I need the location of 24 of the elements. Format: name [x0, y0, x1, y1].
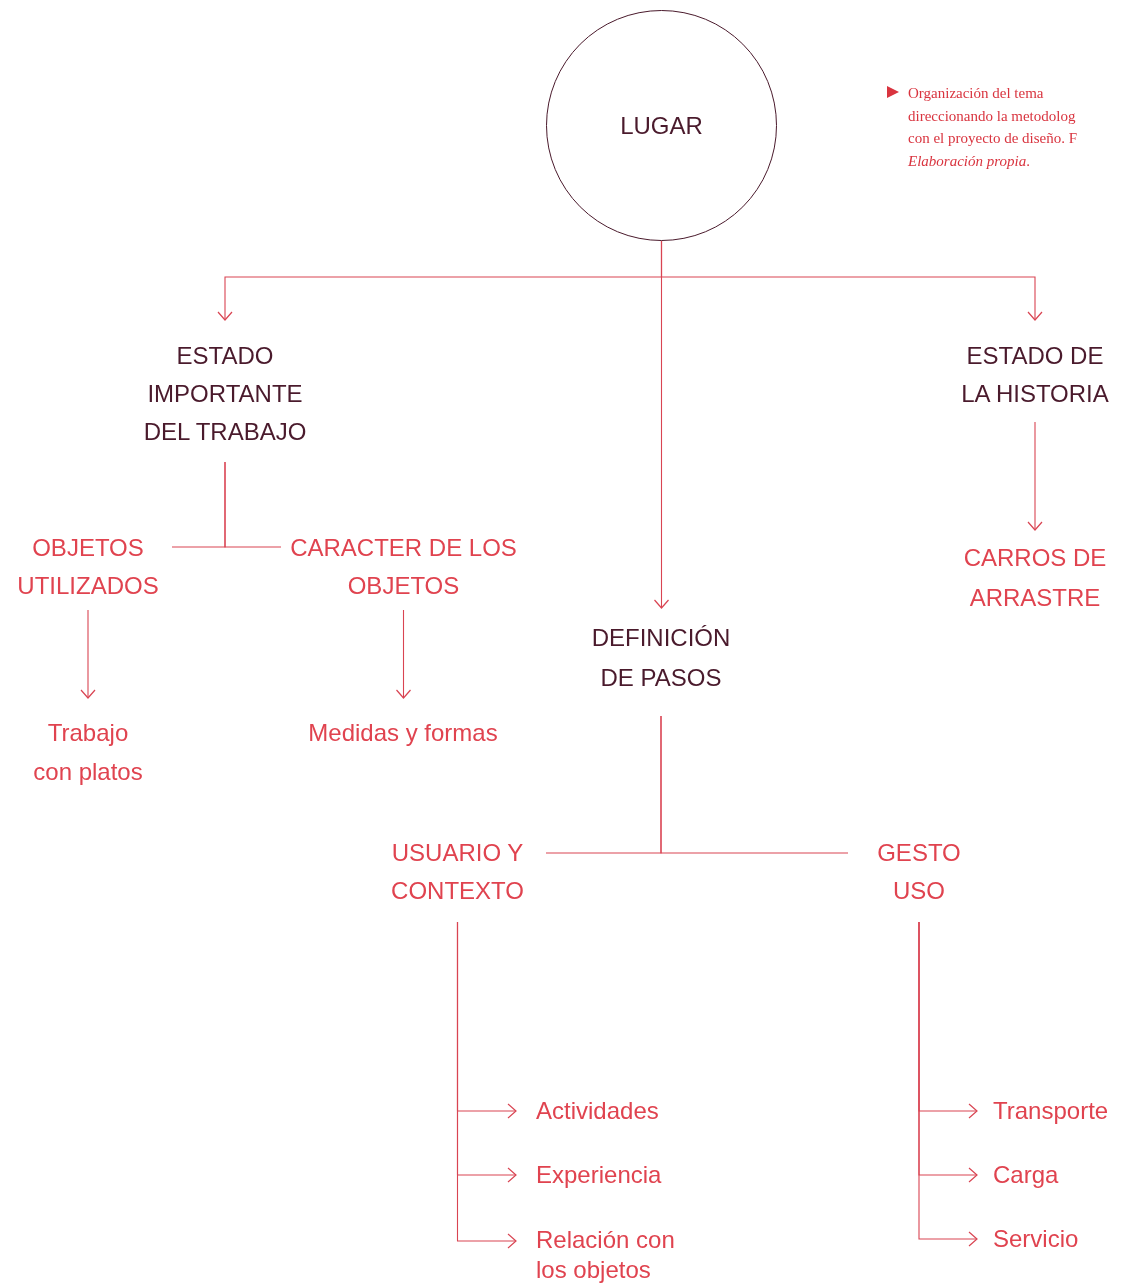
node-label: Carga — [993, 1159, 1125, 1191]
connector-arrow — [80, 609, 96, 699]
connector-arrow — [395, 609, 412, 699]
node-label: GESTO USO — [864, 834, 974, 910]
node-label: OBJETOS UTILIZADOS — [4, 528, 172, 606]
caption: Organización del tema direccionando la metodolog con el proyecto de diseño. F Elaboración propia. — [908, 84, 1079, 171]
connector-arrow — [1027, 421, 1043, 531]
node-label: Transporte — [993, 1095, 1125, 1127]
node-text: LUGAR — [620, 110, 703, 141]
node-label: CARROS DE ARRASTRE — [960, 538, 1110, 618]
connector-arrow — [660, 240, 1043, 321]
node-label: DEFINICIÓN DE PASOS — [581, 618, 741, 698]
node-label: USUARIO Y CONTEXTO — [385, 834, 530, 910]
connector-arrow — [918, 921, 978, 1247]
node-label: CARACTER DE LOS OBJETOS — [281, 528, 526, 606]
node-label: Experiencia — [536, 1159, 696, 1191]
node-label: Trabajo con platos — [29, 712, 147, 792]
node-label: ESTADO IMPORTANTE DEL TRABAJO — [125, 336, 325, 452]
node-label: ESTADO DE LA HISTORIA — [952, 336, 1118, 414]
connector-arrow — [456, 921, 517, 1249]
node-label: Relación con los objetos — [536, 1225, 701, 1285]
node-label: Actividades — [536, 1095, 696, 1127]
node-label: Medidas y formas — [283, 712, 523, 752]
node-label: Servicio — [993, 1223, 1125, 1255]
